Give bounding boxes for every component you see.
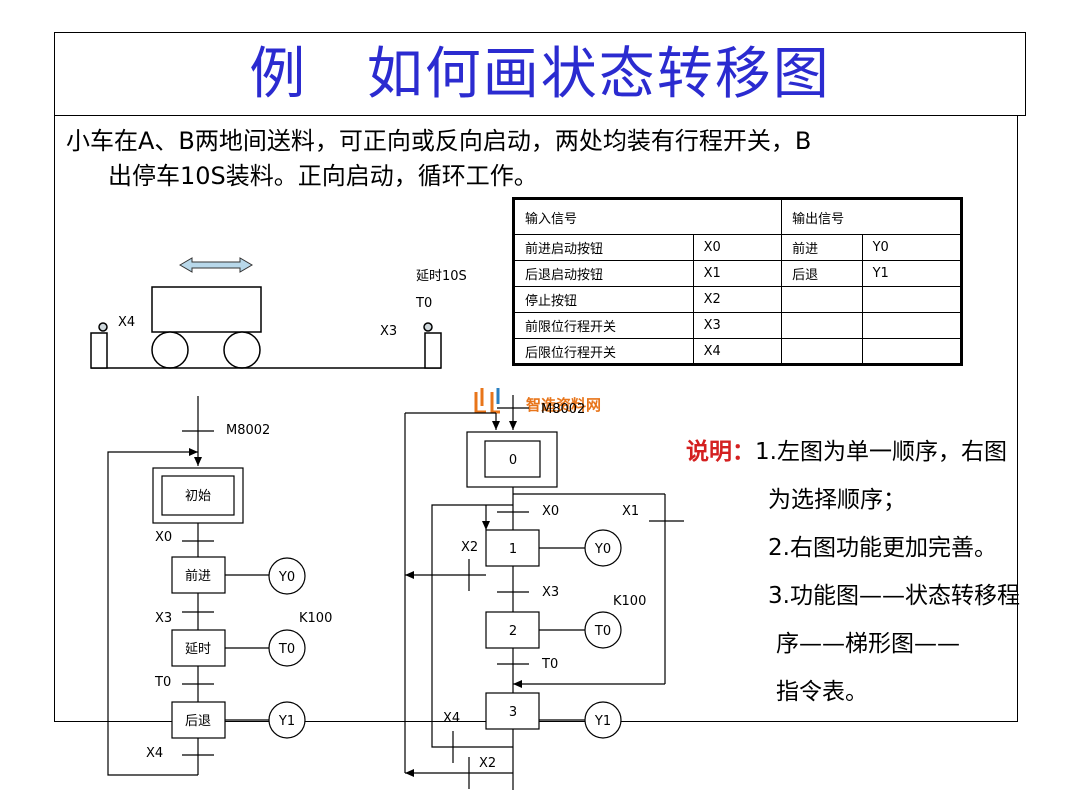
left-step-label: 延时 — [185, 642, 211, 657]
cart-wheel — [151, 331, 189, 369]
output-name: 前进 — [781, 234, 863, 261]
note-heading: 说明： — [686, 439, 755, 465]
right-step-label: 3 — [509, 705, 517, 720]
table-row: 后限位行程开关 X4 — [513, 338, 963, 365]
left-step-label: 前进 — [185, 568, 211, 584]
right-limit-switch — [424, 332, 442, 369]
right-transition-label: T0 — [541, 657, 558, 672]
table-row: 后退启动按钮 X1 后退 Y1 — [513, 260, 963, 287]
left-init-signal: M8002 — [226, 423, 270, 438]
left-output-label: Y0 — [278, 570, 295, 585]
right-transition-label: X2 — [461, 540, 478, 555]
left-transition-label: X3 — [155, 611, 172, 626]
empty-cell — [781, 338, 863, 365]
right-step-3 — [485, 692, 540, 730]
right-step-1 — [485, 529, 540, 567]
output-addr: Y0 — [861, 234, 963, 261]
input-addr: X1 — [692, 260, 783, 287]
input-name: 后退启动按钮 — [513, 260, 694, 287]
right-transition-label: X4 — [443, 711, 460, 726]
cart-wheel — [223, 331, 261, 369]
right-init-signal: M8002 — [541, 402, 585, 417]
input-addr: X0 — [692, 234, 783, 261]
right-output-y1 — [584, 701, 622, 739]
left-initial-step-label: 初始 — [185, 489, 211, 504]
delay-label: 延时10S — [416, 269, 467, 284]
output-header: 输出信号 — [781, 198, 962, 235]
left-step-delay — [171, 629, 226, 667]
input-name: 前进启动按钮 — [513, 234, 694, 261]
left-sfc-labels: M8002 初始 前进 Y0 延时 T0 后退 Y1 X0 X3 T0 X4 K… — [146, 423, 332, 761]
description-line-1: 小车在A、B两地间送料，可正向或反向启动，两处均装有行程开关，B — [66, 127, 812, 155]
note-text: 1.左图为单一顺序，右图 — [755, 439, 1007, 465]
right-output-label: Y0 — [594, 542, 611, 557]
left-output-label: T0 — [278, 642, 295, 657]
note-line: 说明：1.左图为单一顺序，右图 — [686, 428, 1020, 476]
right-output-label: Y1 — [594, 714, 611, 729]
watermark-logo: 智造资料网 — [474, 388, 601, 414]
empty-cell — [781, 286, 863, 313]
empty-cell — [781, 312, 863, 339]
right-sfc — [404, 395, 684, 790]
note-line: 序——梯形图—— — [776, 631, 960, 657]
left-output-y1 — [268, 701, 306, 739]
note-line: 2.右图功能更加完善。 — [768, 535, 997, 561]
description-line-2: 出停车10S装料。正向启动，循环工作。 — [108, 162, 538, 190]
cart-body — [151, 286, 262, 333]
left-timer-constant: K100 — [299, 611, 332, 626]
right-output-y0 — [584, 529, 622, 567]
note-line: 为选择顺序； — [768, 487, 906, 513]
output-addr: Y1 — [861, 260, 963, 287]
input-name: 前限位行程开关 — [513, 312, 694, 339]
empty-cell — [861, 286, 963, 313]
left-sfc — [107, 396, 306, 776]
problem-description: 小车在A、B两地间送料，可正向或反向启动，两处均装有行程开关，B 出停车10S装… — [66, 124, 1006, 194]
page-title: 例 如何画状态转移图 — [249, 42, 831, 107]
logo-icon — [474, 388, 500, 414]
right-transition-label: X2 — [479, 756, 496, 771]
right-transition-label: X1 — [622, 504, 639, 519]
left-switch-knob — [98, 322, 108, 332]
left-transition-label: X0 — [155, 530, 172, 545]
left-output-label: Y1 — [278, 714, 295, 729]
io-assignment-table: 输入信号 输出信号 前进启动按钮 X0 前进 Y0 后退启动按钮 X1 后退 Y… — [512, 197, 963, 366]
right-transition-label: X0 — [542, 504, 559, 519]
left-limit-switch — [90, 332, 108, 369]
left-step-forward — [171, 556, 226, 594]
left-output-t0 — [268, 629, 306, 667]
watermark-text: 智造资料网 — [526, 396, 601, 414]
left-switch-label: X4 — [118, 315, 135, 330]
left-transition-label: T0 — [154, 675, 171, 690]
timer-label: T0 — [415, 296, 432, 311]
note-line: 3.功能图——状态转移程 — [768, 583, 1020, 609]
left-transition-label: X4 — [146, 746, 163, 761]
right-step-label: 1 — [509, 542, 517, 557]
title-box: 例 如何画状态转移图 — [54, 32, 1026, 116]
right-timer-constant: K100 — [613, 594, 646, 609]
empty-cell — [861, 338, 963, 365]
cart-illustration — [90, 257, 442, 369]
right-transition-label: X3 — [542, 585, 559, 600]
explanation-notes: 说明：1.左图为单一顺序，右图 为选择顺序； 2.右图功能更加完善。 3.功能图… — [686, 428, 1020, 716]
right-step-label: 2 — [509, 624, 517, 639]
right-output-label: T0 — [594, 624, 611, 639]
right-initial-step-label: 0 — [509, 453, 517, 468]
table-row: 停止按钮 X2 — [513, 286, 963, 313]
right-output-t0 — [584, 611, 622, 649]
left-step-label: 后退 — [185, 714, 211, 729]
left-output-y0 — [268, 557, 306, 595]
input-name: 停止按钮 — [513, 286, 694, 313]
input-name: 后限位行程开关 — [513, 338, 694, 365]
input-addr: X2 — [692, 286, 783, 313]
right-sfc-labels: M8002 0 1 Y0 2 T0 3 Y1 X0 X1 X2 X3 T0 X4… — [443, 402, 646, 771]
input-addr: X4 — [692, 338, 783, 365]
table-row: 前进启动按钮 X0 前进 Y0 — [513, 234, 963, 261]
right-switch-label: X3 — [380, 324, 397, 339]
note-line: 指令表。 — [776, 679, 868, 705]
double-arrow-icon — [179, 257, 253, 273]
right-switch-knob — [423, 322, 433, 332]
